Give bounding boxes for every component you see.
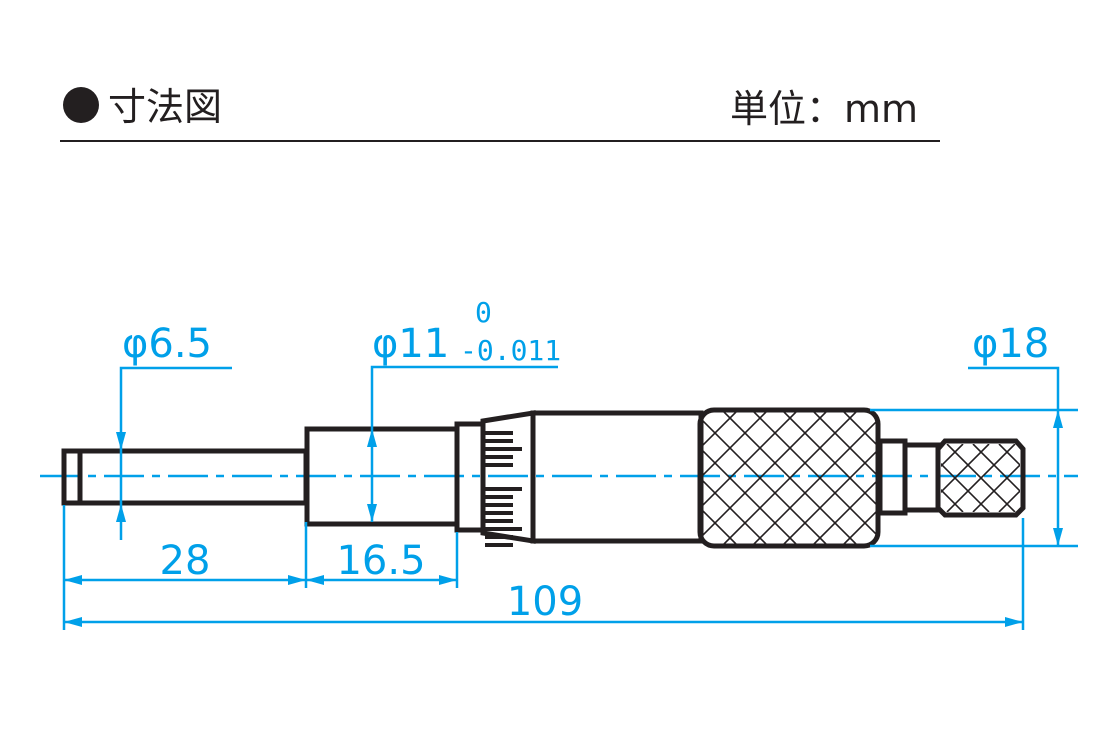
- hatch-line: [702, 412, 797, 508]
- length-dimensions: 28 16.5 109: [62, 505, 1025, 630]
- hatch-line: [904, 412, 1036, 544]
- hatch-line: [702, 412, 827, 538]
- hatch-line: [702, 412, 767, 478]
- hatch-line: [994, 412, 1100, 544]
- hatch-line: [813, 480, 876, 544]
- unit-label: 単位：mm: [730, 87, 918, 131]
- micrometer-head-outline: [61, 407, 1100, 549]
- hatch-line: [934, 412, 1066, 544]
- tolerance-upper: 0: [475, 296, 492, 329]
- neck-2: [902, 442, 941, 513]
- hatch-line: [702, 508, 737, 544]
- thimble-diameter-dimension: φ18: [870, 321, 1078, 548]
- hatch-line: [1077, 444, 1100, 512]
- hatch-line: [998, 489, 1020, 512]
- spindle-diameter-dimension: φ6.5: [116, 321, 232, 540]
- hatch-line: [783, 450, 876, 544]
- sleeve-length-label: 16.5: [336, 538, 425, 584]
- hatch-line: [994, 412, 1100, 544]
- hatch-line: [702, 412, 707, 418]
- sleeve-diameter-label: φ11: [372, 321, 449, 367]
- hatch-line: [904, 412, 1036, 544]
- ratchet-knurl-pattern: [941, 444, 1100, 512]
- hatch-line: [941, 444, 964, 468]
- total-length-label: 109: [507, 579, 583, 625]
- drawing-title: 寸法図: [108, 85, 222, 129]
- tolerance-lower: -0.011: [460, 334, 561, 367]
- hatch-line: [702, 412, 737, 448]
- spindle-diameter-label: φ6.5: [122, 321, 212, 367]
- ratchet-knob: [935, 438, 1026, 518]
- hatch-line: [843, 412, 876, 446]
- hatch-line: [964, 412, 1096, 544]
- hatch-line: [998, 444, 1020, 467]
- hatch-line: [702, 538, 707, 544]
- sleeve-diameter-dimension: φ11 0 -0.011: [367, 296, 561, 522]
- knurl-pattern: [702, 412, 1100, 544]
- hatch-line: [843, 510, 876, 544]
- hatch-line: [813, 412, 876, 476]
- hatch-line: [1077, 444, 1100, 512]
- hatch-line: [972, 463, 1020, 512]
- hatch-line: [941, 444, 990, 494]
- hatch-line: [946, 444, 1016, 512]
- bullet-icon: [63, 87, 99, 123]
- spindle-length-label: 28: [160, 538, 211, 584]
- hatch-line: [941, 488, 964, 512]
- hatch-line: [964, 412, 1096, 544]
- hatch-line: [934, 412, 1066, 544]
- thimble-diameter-label: φ18: [972, 321, 1049, 367]
- graduation-marks: [485, 431, 522, 547]
- hatch-line: [723, 412, 857, 544]
- hatch-line: [753, 420, 876, 544]
- hatch-line: [702, 478, 767, 544]
